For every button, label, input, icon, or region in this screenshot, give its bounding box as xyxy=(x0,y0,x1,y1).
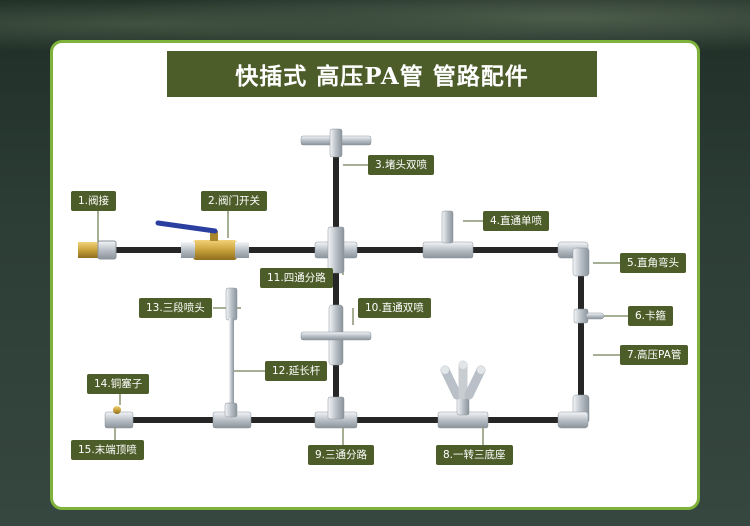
label-brass-plug: 14.铜塞子 xyxy=(87,374,150,394)
straight-single-spray xyxy=(422,210,474,259)
label-valve-connector: 1.阀接 xyxy=(71,191,117,211)
elbow-top-right xyxy=(557,241,590,277)
four-way-cross xyxy=(314,226,358,274)
valve-connector xyxy=(78,240,117,260)
label-end-top-spray: 15.末端顶喷 xyxy=(71,440,144,460)
straight-double-spray xyxy=(300,304,372,366)
diagram-card: 快插式 高压PA管 管路配件 xyxy=(50,40,700,510)
label-one-to-three-base: 8.一转三底座 xyxy=(436,445,513,465)
pipe-diagram xyxy=(78,128,628,448)
three-way-tee xyxy=(314,396,358,429)
title-banner: 快插式 高压PA管 管路配件 xyxy=(167,51,597,97)
brass-plug xyxy=(113,406,121,414)
label-pa-pipe: 7.高压PA管 xyxy=(620,345,689,365)
end-top-spray xyxy=(104,406,134,429)
pa-pipes xyxy=(103,143,584,423)
brass-valve xyxy=(155,220,249,260)
label-four-way-cross: 11.四通分路 xyxy=(260,268,333,288)
label-right-angle-elbow: 5.直角弯头 xyxy=(620,253,687,273)
label-three-section-spray: 13.三段喷头 xyxy=(139,298,212,318)
top-double-spray xyxy=(300,128,372,158)
label-clamp: 6.卡箍 xyxy=(628,306,674,326)
leader-lines xyxy=(97,164,628,448)
label-plug-double-spray: 3.堵头双喷 xyxy=(368,155,435,175)
label-straight-single-spray: 4.直通单喷 xyxy=(483,211,550,231)
page-title: 快插式 高压PA管 管路配件 xyxy=(235,63,529,90)
extension-rod-with-head xyxy=(212,287,252,429)
pipe-clamp xyxy=(573,308,605,324)
label-extension-rod: 12.延长杆 xyxy=(265,361,328,381)
label-three-way-tee: 9.三通分路 xyxy=(308,445,375,465)
one-to-three-base xyxy=(437,360,489,429)
label-straight-double-spray: 10.直通双喷 xyxy=(358,298,431,318)
elbow-bottom-right xyxy=(557,394,590,429)
label-valve-switch: 2.阀门开关 xyxy=(201,191,268,211)
